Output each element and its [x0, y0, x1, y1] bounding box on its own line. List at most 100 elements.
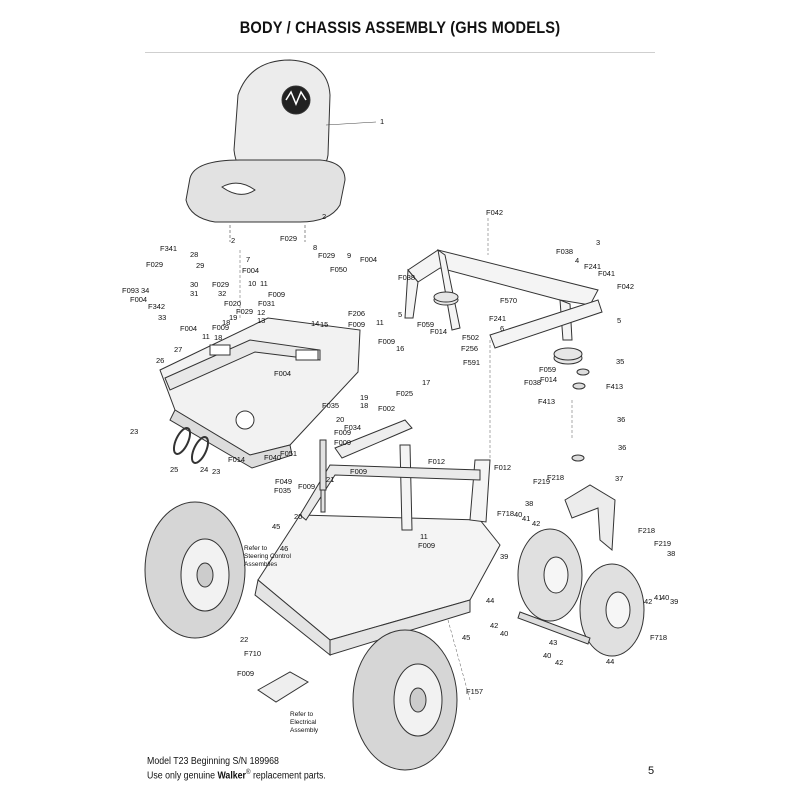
- callout: F241: [584, 262, 601, 271]
- page-number: 5: [648, 765, 655, 777]
- callout: 43: [549, 638, 557, 647]
- callout: F009: [212, 323, 229, 332]
- callout: 19: [360, 393, 368, 402]
- callout: F038: [398, 273, 415, 282]
- callout: 20: [294, 512, 302, 521]
- callout: F014: [228, 455, 245, 464]
- page-title: BODY / CHASSIS ASSEMBLY (GHS MODELS): [239, 18, 561, 37]
- chassis-frame: [254, 444, 501, 657]
- callout: 42: [644, 597, 652, 606]
- callout: F034: [344, 423, 361, 432]
- callout: Electrical: [290, 719, 317, 726]
- callout: 3: [596, 238, 600, 247]
- callout: F014: [430, 327, 447, 336]
- callout: F009: [418, 541, 435, 550]
- axle-43: [517, 611, 591, 645]
- callout: F059: [539, 365, 556, 374]
- callout: F020: [224, 299, 241, 308]
- callout: F241: [489, 314, 506, 323]
- callout: F009: [334, 428, 351, 437]
- callout: F004: [130, 295, 147, 304]
- front-wheel-lower-44: [579, 563, 645, 657]
- callout: 18: [214, 333, 222, 342]
- callout: 35: [616, 357, 624, 366]
- callout: 24: [200, 465, 208, 474]
- callout: 11: [260, 279, 268, 288]
- callout: F040: [264, 453, 281, 462]
- callout: F591: [463, 358, 480, 367]
- callout: F710: [244, 649, 261, 658]
- callout: 8: [313, 243, 317, 252]
- callout: 40: [500, 629, 508, 638]
- callout: 11: [420, 532, 428, 541]
- callout: 33: [158, 313, 166, 322]
- callout: F035: [274, 486, 291, 495]
- callout: F413: [538, 397, 555, 406]
- upper-frame-3: [404, 248, 603, 349]
- callout: F029: [318, 251, 335, 260]
- callout: 4: [575, 256, 579, 265]
- callout: F004: [274, 369, 291, 378]
- callout: 13: [257, 316, 265, 325]
- callout: Refer to: [290, 711, 314, 718]
- callout: F206: [348, 309, 365, 318]
- footer-notes: Model T23 Beginning S/N 189968 Use only …: [147, 756, 326, 781]
- rear-tire-right-45: [352, 629, 458, 771]
- callout: 38: [667, 549, 675, 558]
- pulley-5-upper: [433, 291, 459, 306]
- callout: F009: [378, 337, 395, 346]
- callout: F256: [461, 344, 478, 353]
- callout: 38: [525, 499, 533, 508]
- callout: F009: [350, 467, 367, 476]
- callout: 37: [615, 474, 623, 483]
- callout: 18: [222, 318, 230, 327]
- callout: 42: [532, 519, 540, 528]
- callout: 27: [174, 345, 182, 354]
- callout: F004: [360, 255, 377, 264]
- callout: F718: [497, 509, 514, 518]
- callout: 7: [246, 255, 250, 264]
- callout: 25: [170, 465, 178, 474]
- callout: 9: [347, 251, 351, 260]
- callout: 1: [380, 117, 384, 126]
- callout: F038: [556, 247, 573, 256]
- callout: 2: [231, 236, 235, 245]
- callout: 17: [422, 378, 430, 387]
- battery-tray: [257, 671, 309, 703]
- callout: F009: [298, 482, 315, 491]
- callout: 12: [257, 308, 265, 317]
- callout: 41: [654, 593, 662, 602]
- callout: F718: [650, 633, 667, 642]
- callout: 34: [141, 286, 149, 295]
- pulley-5-lower: [553, 347, 583, 365]
- callout: 2: [322, 212, 326, 221]
- callout: F049: [275, 477, 292, 486]
- callout: F035: [322, 401, 339, 410]
- callout: F042: [486, 208, 503, 217]
- callout: 45: [272, 522, 280, 531]
- callout: F219: [533, 477, 550, 486]
- callout: F029: [212, 280, 229, 289]
- callout: 40: [514, 510, 522, 519]
- callout: F002: [378, 404, 395, 413]
- callout: F157: [466, 687, 483, 696]
- bracket-17: [334, 419, 413, 459]
- callout: 5: [398, 310, 402, 319]
- callout-labels: 1 2 2 F042 3 F038 4 F241 F041 F042 F038 …: [122, 117, 678, 734]
- callout: 42: [555, 658, 563, 667]
- callout: 23: [130, 427, 138, 436]
- callout: F059: [417, 320, 434, 329]
- callout: 40: [661, 593, 669, 602]
- callout: 16: [396, 344, 404, 353]
- callout: 20: [336, 415, 344, 424]
- rear-tire-left-45: [144, 501, 246, 639]
- callout: F219: [654, 539, 671, 548]
- callout: F029: [146, 260, 163, 269]
- callout: 21: [326, 475, 334, 484]
- callout: 11: [202, 332, 210, 341]
- callout: 41: [522, 514, 530, 523]
- callout: 45: [462, 633, 470, 642]
- belts-24-25: [172, 427, 210, 464]
- callout: 44: [486, 596, 494, 605]
